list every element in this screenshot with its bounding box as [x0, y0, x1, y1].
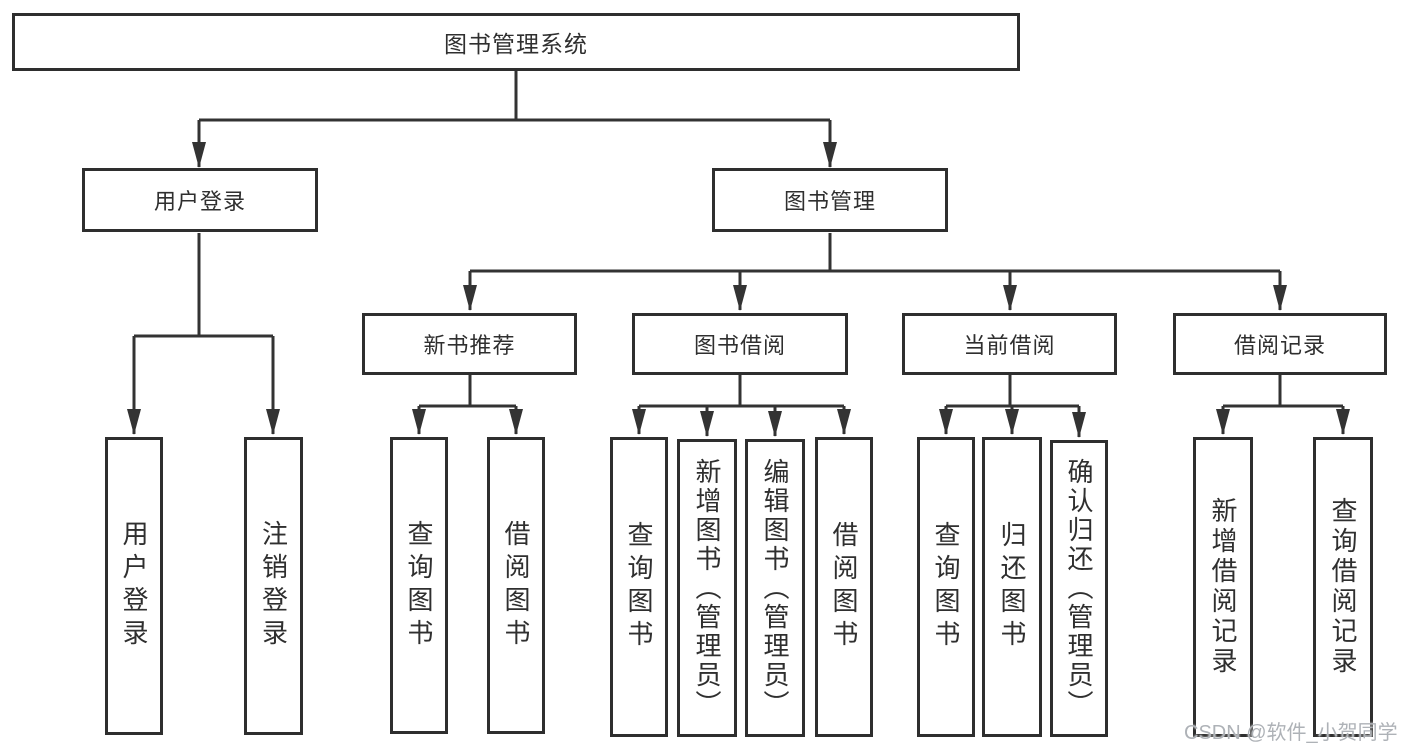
node-cb-query-books-label: 查询图书	[931, 521, 961, 653]
node-new-book-recommend: 新书推荐	[362, 313, 577, 375]
node-nb-query-books-label: 查询图书	[404, 519, 434, 652]
node-bb-borrow-books-label: 借阅图书	[829, 521, 859, 653]
node-br-query-record-label: 查询借阅记录	[1328, 497, 1358, 677]
node-cb-query-books: 查询图书	[917, 437, 975, 737]
node-current-borrowing: 当前借阅	[902, 313, 1117, 375]
node-book-management: 图书管理	[712, 168, 948, 232]
node-nb-borrow-books: 借阅图书	[487, 437, 545, 734]
node-borrowing-records-label: 借阅记录	[1233, 333, 1326, 358]
csdn-watermark: CSDN @软件_小贺同学	[1184, 722, 1398, 744]
node-br-add-record: 新增借阅记录	[1193, 437, 1253, 737]
node-bb-add-books: 新增图书（管理员）	[677, 439, 737, 737]
node-book-borrowing-label: 图书借阅	[693, 333, 786, 358]
node-bb-query-books: 查询图书	[610, 437, 668, 737]
node-bb-add-books-label: 新增图书（管理员）	[692, 457, 722, 719]
node-new-book-recommend-label: 新书推荐	[423, 333, 516, 358]
node-leaf-user-login-label: 用户登录	[119, 520, 149, 652]
node-cb-return-books-label: 归还图书	[997, 521, 1027, 653]
node-borrowing-records: 借阅记录	[1173, 313, 1387, 375]
node-root-library-management-system: 图书管理系统	[12, 13, 1020, 71]
node-cb-confirm-return: 确认归还（管理员）	[1050, 440, 1108, 737]
node-bb-edit-books: 编辑图书（管理员）	[745, 439, 805, 737]
node-br-add-record-label: 新增借阅记录	[1208, 497, 1238, 677]
node-leaf-user-login: 用户登录	[105, 437, 163, 735]
node-user-login-label: 用户登录	[153, 189, 246, 214]
node-user-login: 用户登录	[82, 168, 318, 232]
node-root-label: 图书管理系统	[444, 31, 588, 57]
node-book-borrowing: 图书借阅	[632, 313, 848, 375]
node-bb-borrow-books: 借阅图书	[815, 437, 873, 737]
node-bb-query-books-label: 查询图书	[624, 521, 654, 653]
node-bb-edit-books-label: 编辑图书（管理员）	[760, 457, 790, 719]
node-current-borrowing-label: 当前借阅	[963, 333, 1056, 358]
node-nb-query-books: 查询图书	[390, 437, 448, 734]
node-leaf-logout-label: 注销登录	[258, 520, 289, 652]
node-nb-borrow-books-label: 借阅图书	[501, 519, 531, 652]
node-book-management-label: 图书管理	[783, 189, 876, 214]
node-cb-confirm-return-label: 确认归还（管理员）	[1064, 458, 1094, 719]
node-cb-return-books: 归还图书	[982, 437, 1042, 737]
node-leaf-logout: 注销登录	[244, 437, 303, 735]
node-br-query-record: 查询借阅记录	[1313, 437, 1373, 737]
